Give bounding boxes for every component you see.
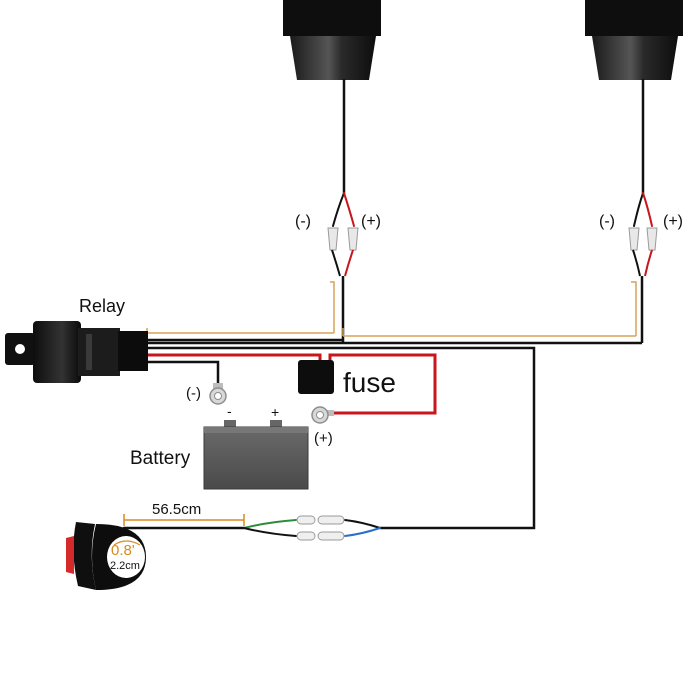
battery-pos-label: +	[271, 404, 279, 420]
fuse-label: fuse	[343, 367, 396, 398]
battery-label: Battery	[130, 448, 191, 469]
cable-length-label: 56.5cm	[152, 501, 201, 518]
left-lamp	[283, 0, 381, 80]
switch-size-inch-label: 0.8'	[111, 542, 135, 559]
fuse-ring-terminal	[311, 406, 334, 424]
switch-size-cm-label: 2.2cm	[110, 560, 140, 572]
left-lamp-cable	[332, 78, 355, 227]
rocker-switch	[66, 522, 146, 590]
fuse-ring-label: (+)	[314, 430, 333, 447]
left-lamp-neg-label: (-)	[295, 213, 311, 230]
battery	[203, 420, 309, 490]
right-lamp-neg-label: (-)	[599, 213, 615, 230]
relay	[5, 321, 148, 383]
right-lamp-cable	[633, 78, 653, 227]
switch-connectors	[296, 515, 345, 541]
harness-black-wires	[147, 338, 642, 530]
right-lamp-pos-label: (+)	[663, 213, 683, 230]
right-lamp-connectors	[628, 227, 658, 277]
ground-wire	[147, 360, 220, 385]
battery-neg-label: -	[227, 403, 232, 419]
fuse-holder	[298, 360, 334, 394]
left-lamp-connectors	[327, 227, 359, 277]
ground-ring-terminal	[209, 383, 227, 405]
relay-label: Relay	[79, 296, 125, 316]
left-lamp-pos-label: (+)	[361, 213, 381, 230]
harness-drops	[330, 276, 644, 343]
switch-cable	[122, 519, 381, 537]
right-lamp	[585, 0, 683, 80]
harness-sheath	[146, 328, 636, 340]
ground-ring-label: (-)	[186, 385, 201, 402]
cable-length-dimension	[123, 514, 245, 526]
